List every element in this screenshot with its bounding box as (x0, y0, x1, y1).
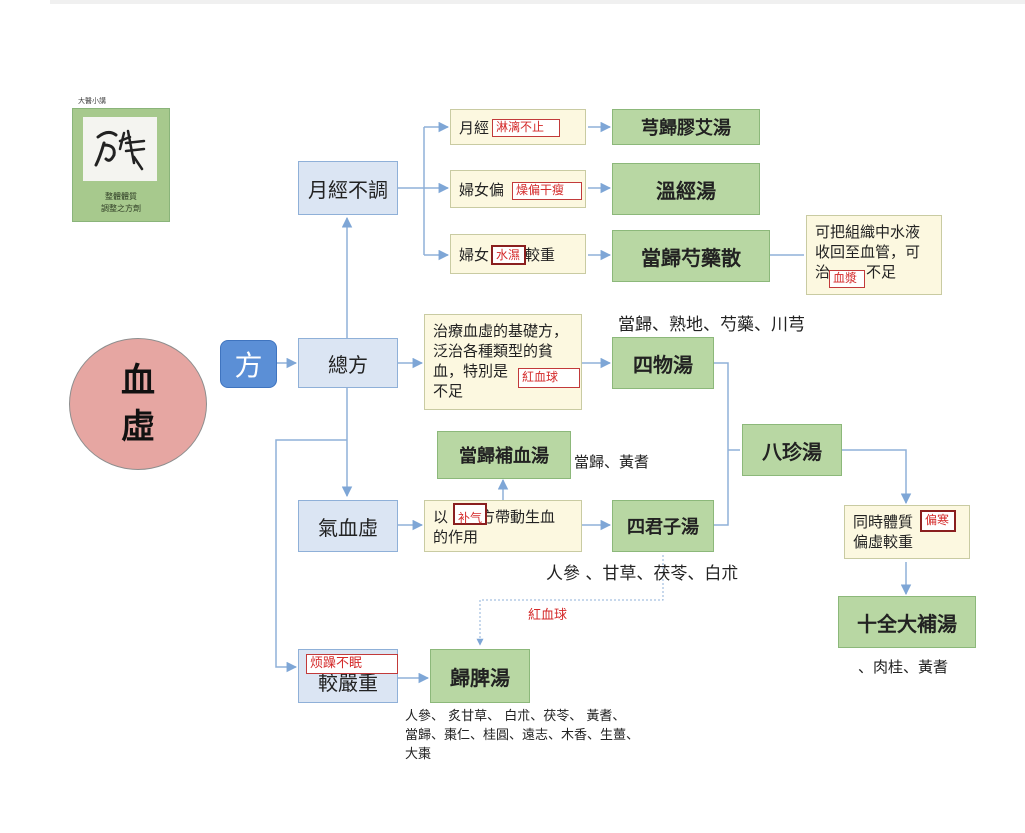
qixue-note-l2: 的作用 (433, 528, 479, 546)
branch-3-post: 較重 (525, 246, 556, 264)
fang-node: 方 (220, 340, 277, 388)
node-yuejing: 月經不調 (298, 161, 398, 215)
node-qixue: 氣血虛 (298, 500, 398, 552)
bazhen-note-l2: 偏虛較重 (853, 533, 914, 551)
formula-dangguibuxue: 當歸補血湯 (437, 431, 571, 479)
formula-guipi: 歸脾湯 (430, 649, 530, 703)
formula-bazhen: 八珍湯 (742, 424, 842, 476)
logo-line1: 整體體質 (105, 192, 137, 201)
danggui-note-l2: 收回至血管，可 (815, 243, 921, 261)
danggui-note-l1: 可把組織中水液 (815, 223, 921, 241)
danggui-note: 可把組織中水液 收回至血管，可 治 不足 (806, 215, 942, 295)
formula-dangguishaoyao: 當歸芍藥散 (612, 230, 770, 282)
qixue-note-red: 补气 (453, 503, 487, 525)
branch-2-red: 燥偏干瘦 (512, 182, 582, 200)
logo-line2: 調整之方劑 (101, 204, 141, 213)
zongfang-note-l1: 治療血虛的基礎方， (433, 322, 569, 340)
zongfang-note-l3: 血，特別是 (433, 362, 509, 380)
branch-2-pre: 婦女偏 (459, 181, 505, 199)
qixue-note: 以 方帶動生血 的作用 (424, 500, 582, 552)
danggui-note-red: 血漿 (829, 270, 865, 288)
hongxueqiu-label: 紅血球 (528, 608, 568, 623)
zongfang-note-red: 紅血球 (518, 368, 580, 388)
center-node-xuexu: 血 虛 (69, 338, 207, 470)
branch-1-pre: 月經 (459, 119, 490, 137)
logo: 整體體質 調整之方劑 (72, 108, 170, 222)
formula-xiongguijiaoai: 芎歸膠艾湯 (612, 109, 760, 145)
logo-tag: 大醫小講 (78, 97, 106, 105)
formula-sijunzi: 四君子湯 (612, 500, 714, 552)
zongfang-note-l4: 不足 (433, 382, 464, 400)
qixue-note-post: 方帶動生血 (480, 508, 556, 526)
guipi-herbs-l3: 大棗 (405, 747, 432, 762)
zongfang-note-l2: 泛治各種類型的貧 (433, 342, 554, 360)
center-line2: 虛 (121, 407, 155, 447)
bazhen-note-red: 偏寒 (920, 510, 956, 532)
dangguibuxue-herbs: 當歸、黃耆 (574, 453, 650, 471)
branch-3-pre: 婦女 (459, 246, 490, 264)
siwu-herbs: 當歸、熟地、芍藥、川芎 (618, 315, 805, 335)
zongfang-note: 治療血虛的基礎方， 泛治各種類型的貧 血，特別是 不足 (424, 314, 582, 410)
qixue-note-pre: 以 (433, 508, 449, 526)
branch-1-red: 淋漓不止 (492, 119, 560, 137)
shiquan-herbs: 、肉桂、黃耆 (858, 658, 949, 676)
bazhen-note-l1: 同時體質 (853, 513, 914, 531)
top-border (50, 0, 1025, 4)
calligraphy-icon (94, 129, 146, 171)
formula-shiquan: 十全大補湯 (838, 596, 976, 648)
logo-calligraphy (83, 117, 157, 181)
guipi-herbs-l1: 人參、 炙甘草、 白朮、茯苓、 黃耆、 (405, 709, 626, 724)
formula-wenjing: 溫經湯 (612, 163, 760, 215)
severe-red-label: 烦躁不眠 (306, 654, 398, 674)
node-zongfang: 總方 (298, 338, 398, 388)
guipi-herbs: 人參、 炙甘草、 白朮、茯苓、 黃耆、 當歸、棗仁、桂圓、遠志、木香、生薑、 大… (405, 707, 639, 764)
formula-siwu: 四物湯 (612, 337, 714, 389)
sijunzi-herbs: 人參 、甘草、茯苓、白朮 (546, 564, 739, 584)
guipi-herbs-l2: 當歸、棗仁、桂圓、遠志、木香、生薑、 (405, 728, 640, 743)
center-line1: 血 (121, 361, 155, 401)
danggui-note-post: 不足 (866, 263, 897, 281)
danggui-note-pre: 治 (815, 263, 831, 281)
branch-3-red: 水濕 (491, 245, 526, 265)
